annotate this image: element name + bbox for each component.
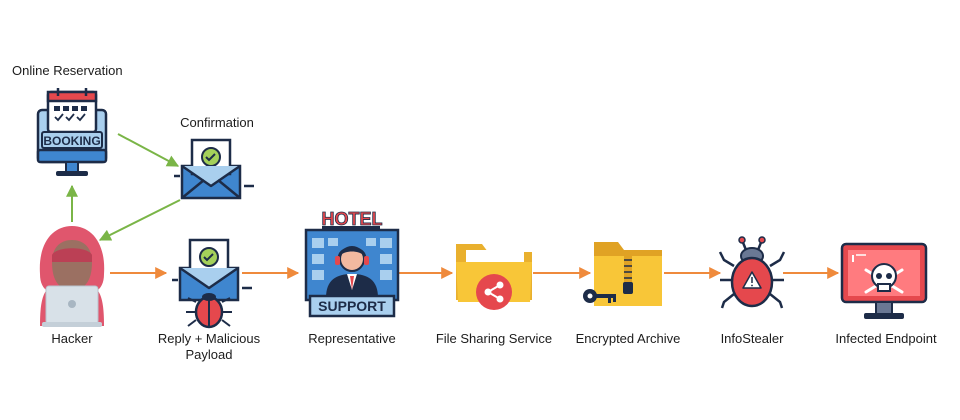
arrow-booking-to-confirmation <box>117 133 180 167</box>
hotel-support-agent-icon: HOTEL SUPPORT <box>304 209 400 318</box>
skull-monitor-icon <box>840 242 928 319</box>
bug-icon <box>186 293 232 329</box>
booking-screen-text: BOOKING <box>43 134 100 148</box>
label-hacker: Hacker <box>51 331 93 346</box>
label-confirmation: Confirmation <box>180 115 254 130</box>
label-file-sharing-service: File Sharing Service <box>435 331 553 346</box>
check-envelope-icon <box>174 138 254 200</box>
label-encrypted-archive: Encrypted Archive <box>575 331 681 346</box>
malware-bug-icon <box>718 236 786 309</box>
hooded-hacker-icon <box>39 226 105 327</box>
envelope-with-bug-icon <box>172 238 252 329</box>
hotel-sign-text: HOTEL <box>322 209 383 229</box>
label-infected-endpoint: Infected Endpoint <box>835 331 937 346</box>
booking-monitor-icon: BOOKING <box>36 88 108 176</box>
label-online-reservation: Online Reservation <box>12 63 123 78</box>
support-sign-text: SUPPORT <box>318 298 386 314</box>
key-icon <box>583 289 616 303</box>
zipped-folder-key-icon <box>583 242 662 306</box>
label-reply-payload: Reply + Malicious Payload <box>157 331 261 362</box>
label-infostealer: InfoStealer <box>720 331 784 346</box>
shared-folder-icon <box>456 244 532 310</box>
arrow-confirmation-to-hacker <box>98 199 181 241</box>
label-representative: Representative <box>308 331 396 346</box>
